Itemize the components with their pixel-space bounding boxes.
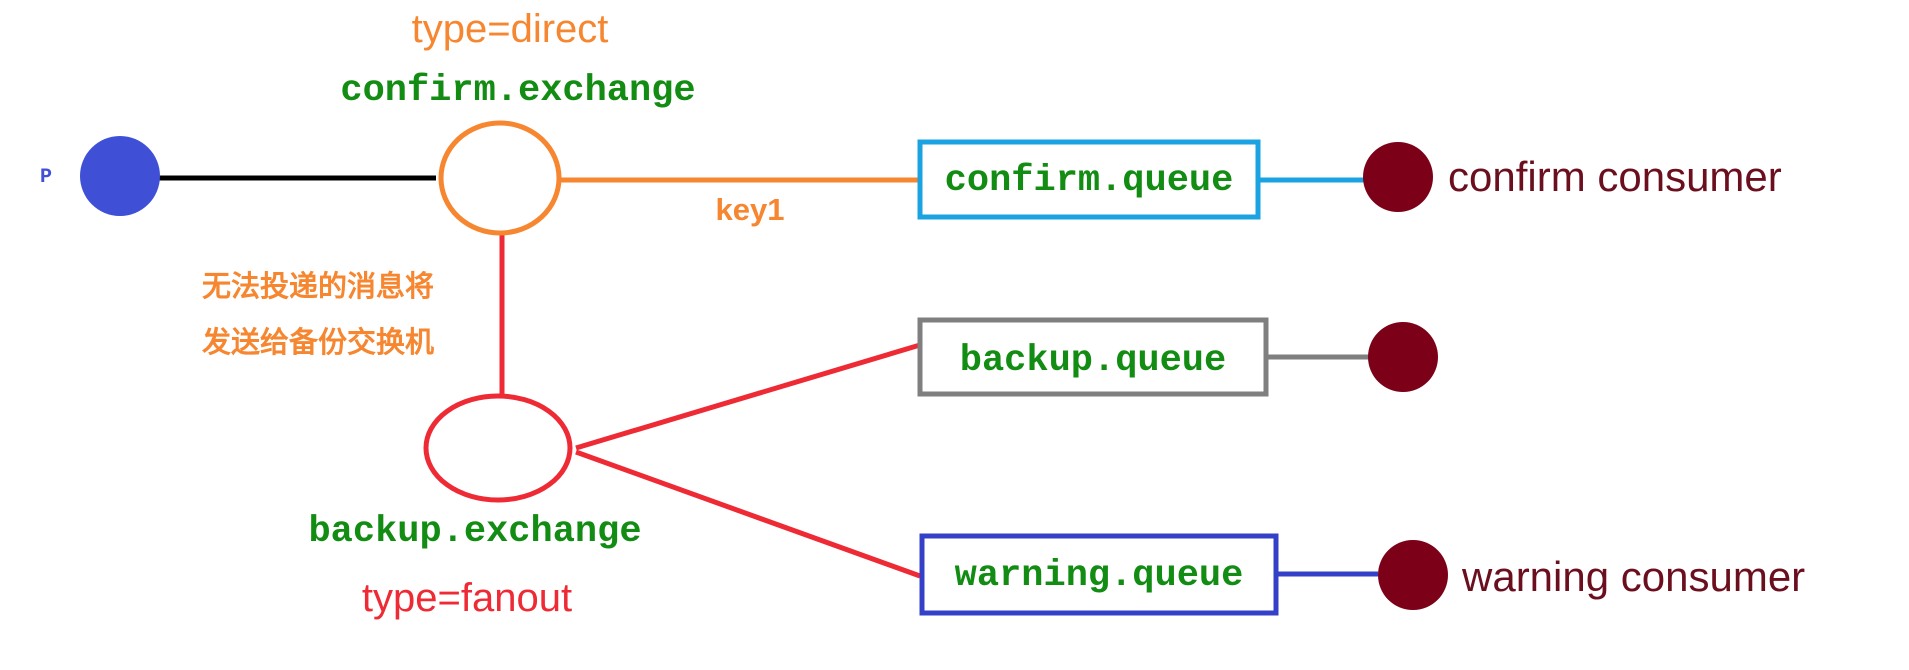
warning-queue-box bbox=[919, 533, 1279, 616]
producer-node bbox=[80, 136, 160, 216]
warning-consumer-node bbox=[1378, 540, 1448, 610]
backup-exchange-type-label: type=fanout bbox=[362, 576, 572, 620]
backup-consumer-node bbox=[1368, 322, 1438, 392]
backup-queue-label: backup.queue bbox=[960, 340, 1226, 382]
confirm-exchange-type-label: type=direct bbox=[412, 7, 609, 51]
confirm-consumer-label: confirm consumer bbox=[1448, 153, 1782, 200]
confirm-consumer-node bbox=[1363, 142, 1433, 212]
routing-key-label: key1 bbox=[716, 192, 785, 227]
backup-exchange-to-warning-queue-edge bbox=[575, 449, 921, 579]
unroutable-note-line1: 无法投递的消息将 bbox=[202, 269, 434, 303]
backup-exchange-to-backup-queue-edge bbox=[575, 342, 921, 451]
producer-label: P bbox=[40, 166, 52, 189]
confirm-exchange-node bbox=[438, 120, 562, 236]
confirm-queue-box bbox=[917, 139, 1261, 220]
backup-exchange-node bbox=[423, 393, 573, 503]
unroutable-note-line2: 发送给备份交换机 bbox=[201, 325, 434, 359]
confirm-exchange-name: confirm.exchange bbox=[340, 70, 695, 112]
backup-exchange-name: backup.exchange bbox=[308, 511, 641, 553]
confirm-queue-label: confirm.queue bbox=[945, 160, 1234, 202]
warning-queue-label: warning.queue bbox=[955, 555, 1244, 597]
warning-consumer-label: warning consumer bbox=[1461, 553, 1805, 600]
backup-queue-box bbox=[917, 317, 1269, 397]
